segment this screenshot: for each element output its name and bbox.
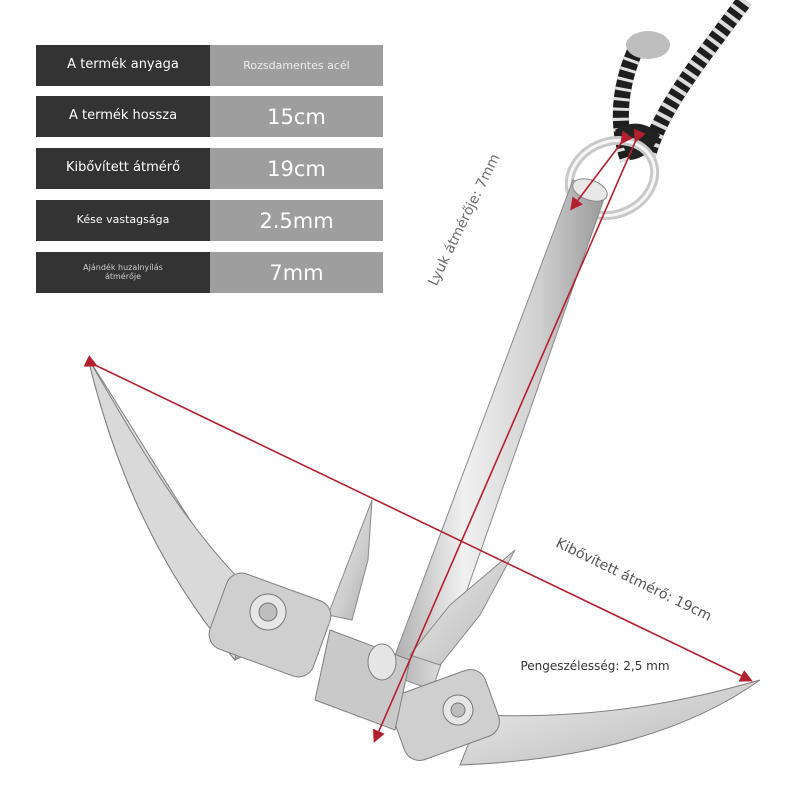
spec-label: Ajándék huzalnyílás átmérője <box>36 252 210 293</box>
spec-row-diameter: Kibővített átmérő 19cm <box>36 148 383 189</box>
spec-row-length: A termék hossza 15cm <box>36 96 383 137</box>
rope-knot-highlight <box>626 31 670 59</box>
blade-width-annotation: Pengeszélesség: 2,5 mm <box>520 659 670 673</box>
spec-row-blade-thickness: Kése vastagsága 2.5mm <box>36 200 383 241</box>
spec-value: 2.5mm <box>210 200 383 241</box>
measurement-arrows <box>83 128 753 743</box>
spec-label: Kibővített átmérő <box>36 148 210 189</box>
spec-label: Kése vastagsága <box>36 200 210 241</box>
spec-label: A termék anyaga <box>36 45 210 86</box>
spec-label: A termék hossza <box>36 96 210 137</box>
center-hub <box>314 629 411 731</box>
spec-value: Rozsdamentes acél <box>210 45 383 86</box>
spec-value: 15cm <box>210 96 383 137</box>
anchor-shaft <box>387 178 608 691</box>
left-blade <box>87 357 332 678</box>
right-blade <box>390 669 761 766</box>
rope <box>612 0 752 163</box>
spec-row-wire-hole: Ajándék huzalnyílás átmérője 7mm <box>36 252 383 293</box>
length-arrow <box>372 128 646 743</box>
hole-arrow <box>570 130 633 211</box>
spec-row-material: A termék anyaga Rozsdamentes acél <box>36 45 383 86</box>
spec-value: 7mm <box>210 252 383 293</box>
spec-value: 19cm <box>210 148 383 189</box>
